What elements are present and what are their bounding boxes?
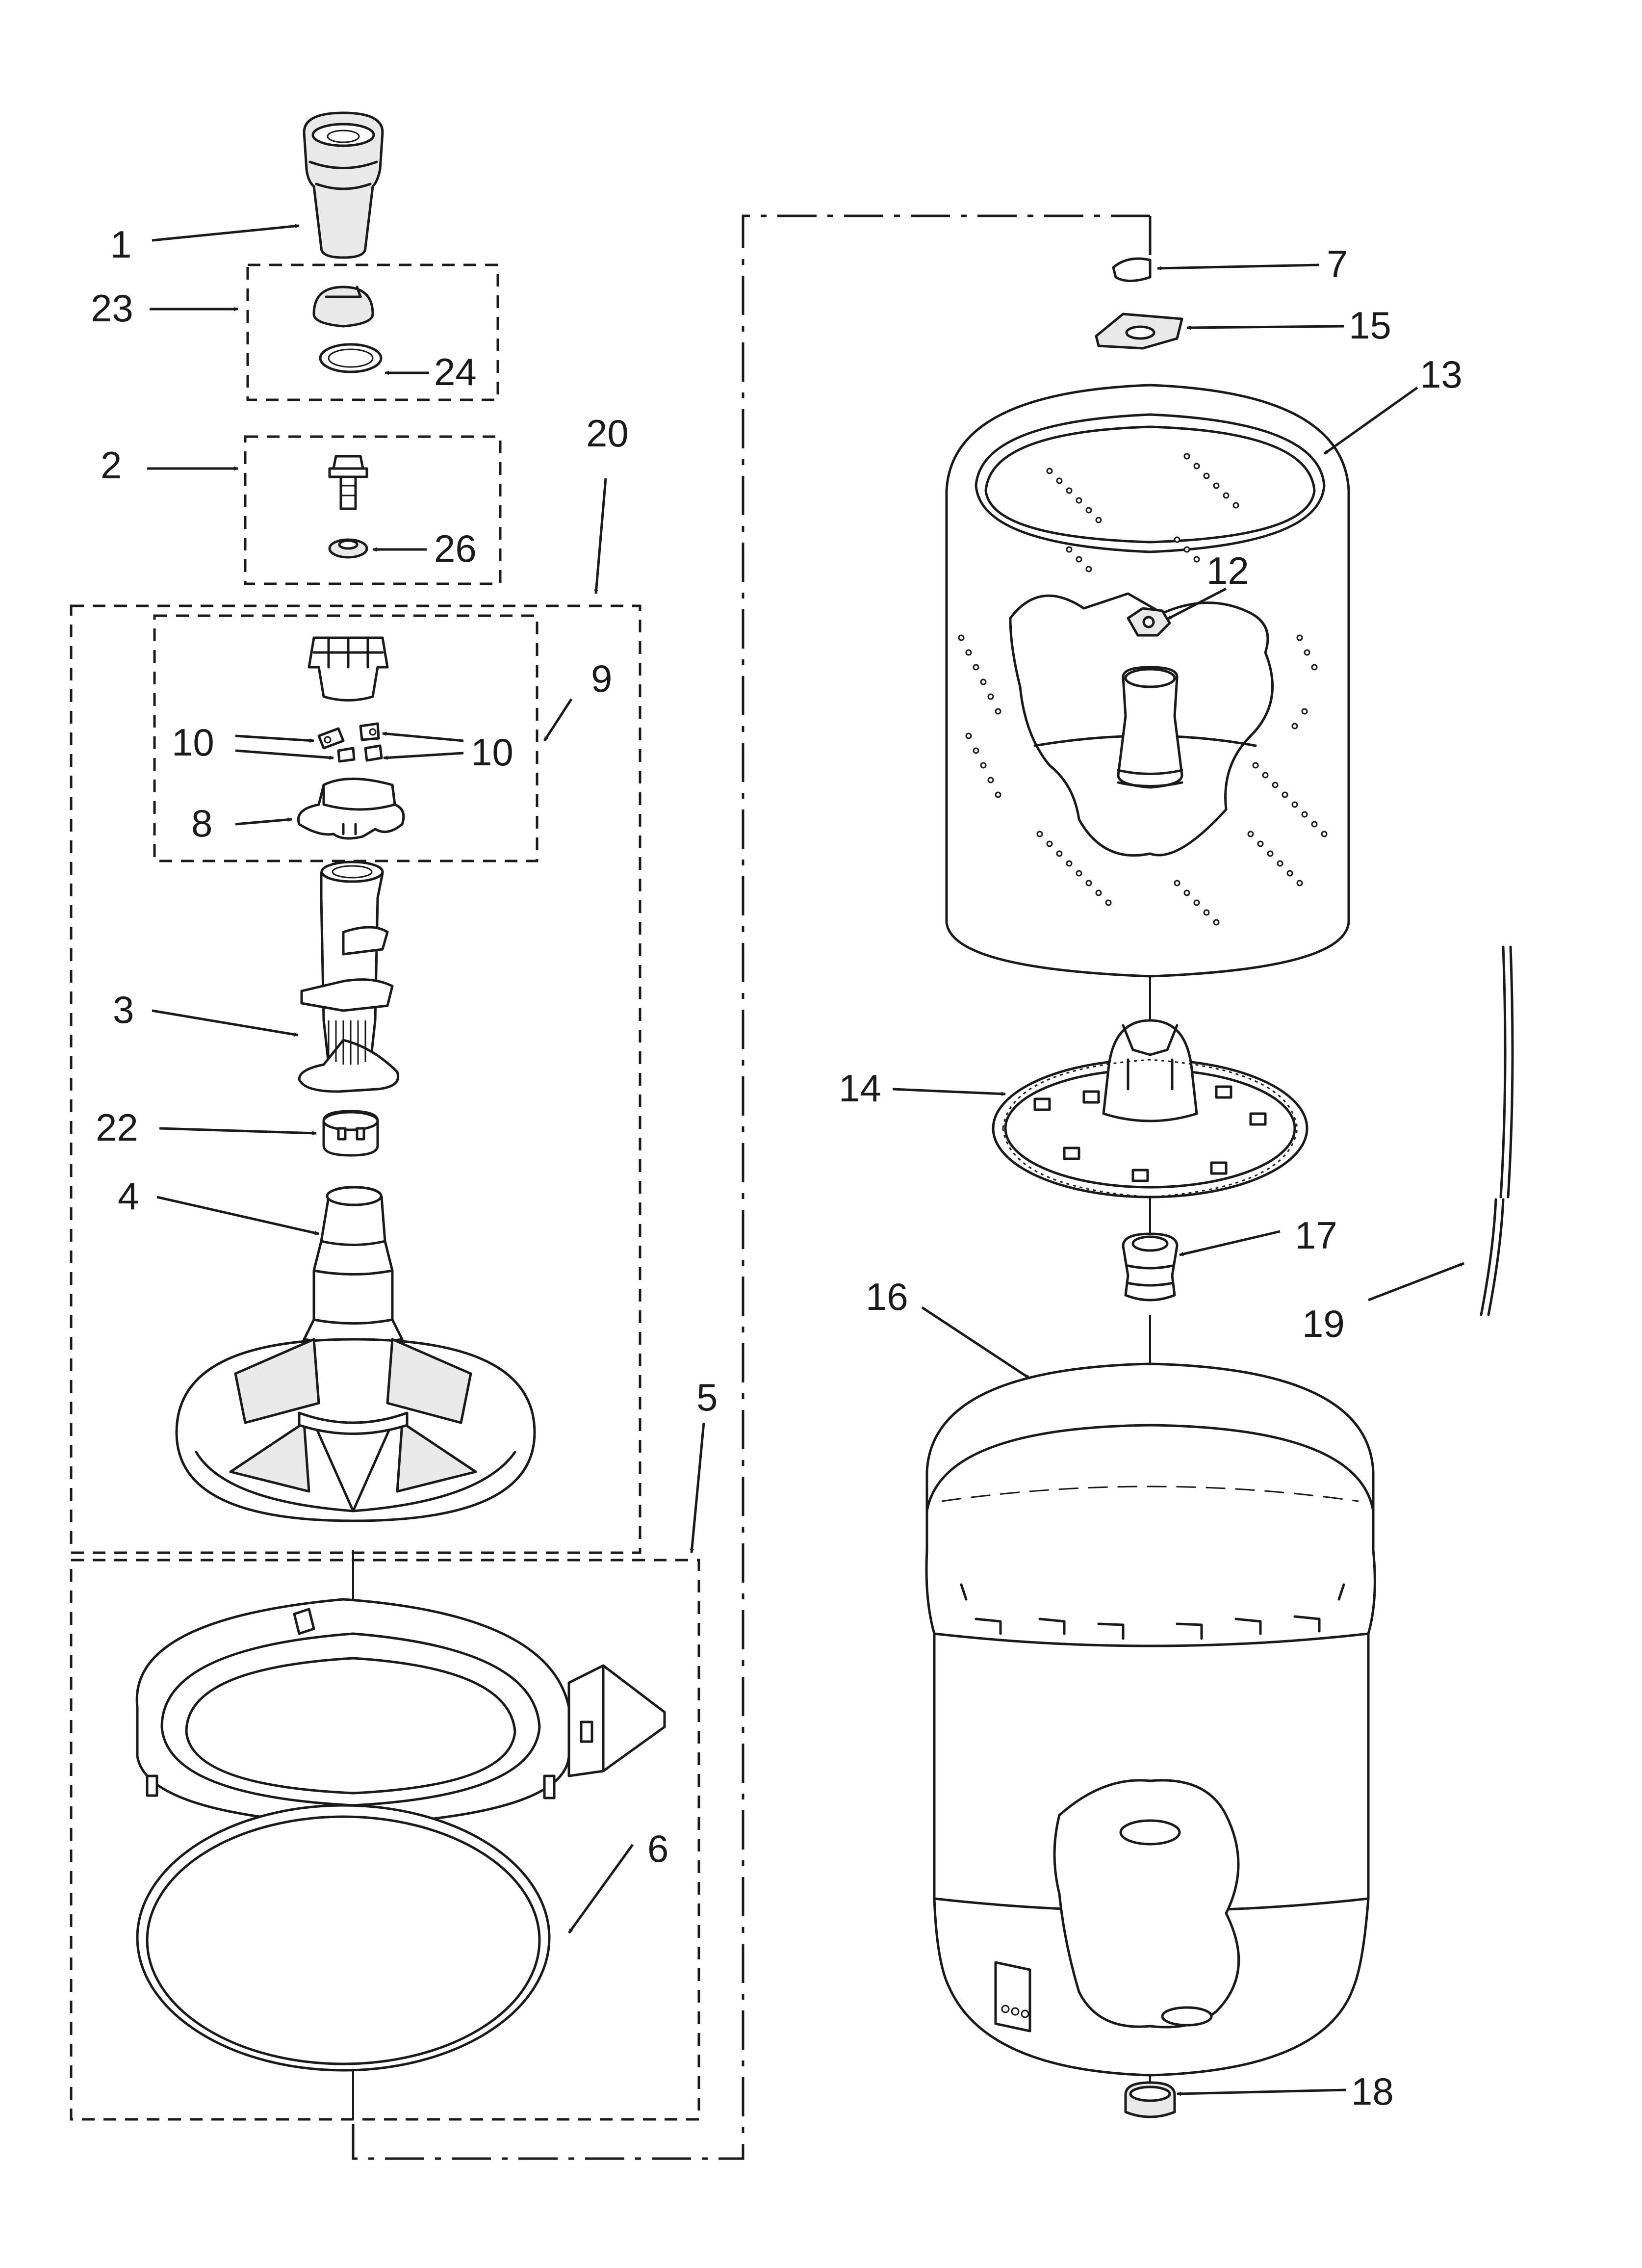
part-3-auger bbox=[298, 860, 399, 1093]
label-8: 8 bbox=[191, 802, 212, 845]
leader-arrows bbox=[147, 224, 1464, 2096]
label-14: 14 bbox=[839, 1067, 881, 1110]
label-12: 12 bbox=[1206, 549, 1249, 592]
label-23: 23 bbox=[91, 287, 133, 330]
label-13: 13 bbox=[1420, 353, 1462, 396]
label-4: 4 bbox=[118, 1174, 139, 1218]
part-14-impeller bbox=[992, 1019, 1308, 1199]
part-16-outer-tub bbox=[925, 1362, 1376, 2077]
label-24: 24 bbox=[434, 350, 477, 393]
part-23-cap bbox=[312, 286, 374, 328]
part-13-spin-basket bbox=[945, 384, 1350, 978]
label-16: 16 bbox=[866, 1275, 908, 1318]
label-2: 2 bbox=[101, 443, 122, 487]
connector-line bbox=[352, 214, 1150, 2160]
group-box-20 bbox=[70, 604, 641, 1554]
label-15: 15 bbox=[1349, 304, 1391, 347]
part-18-plug bbox=[1124, 2081, 1176, 2118]
label-3: 3 bbox=[113, 988, 134, 1031]
label-26: 26 bbox=[434, 527, 477, 570]
part-17-drive-block bbox=[1122, 1232, 1179, 1302]
part-12-nut bbox=[1127, 607, 1171, 637]
group-box-5 bbox=[70, 1559, 700, 2121]
part-15-nut-plate bbox=[1095, 313, 1183, 350]
group-box-2 bbox=[244, 435, 502, 585]
part-8-cam-plate bbox=[297, 778, 405, 840]
part-20-agitator-skirt bbox=[175, 1338, 536, 1522]
label-10-right: 10 bbox=[471, 730, 513, 774]
part-5-tub-ring bbox=[135, 1598, 666, 1846]
label-18: 18 bbox=[1351, 2070, 1394, 2113]
part-7-clip bbox=[1112, 257, 1152, 282]
label-1: 1 bbox=[110, 223, 131, 266]
label-10-left: 10 bbox=[172, 721, 214, 764]
group-box-9 bbox=[153, 614, 539, 862]
part-26-washer bbox=[328, 538, 368, 559]
label-22: 22 bbox=[96, 1106, 138, 1149]
part-2-bolt bbox=[328, 455, 368, 510]
label-7: 7 bbox=[1327, 242, 1348, 286]
part-19-hose bbox=[1480, 945, 1514, 1316]
part-6-seal-ring bbox=[136, 1804, 551, 2072]
label-20: 20 bbox=[586, 412, 629, 455]
label-19: 19 bbox=[1302, 1302, 1345, 1345]
label-6: 6 bbox=[647, 1827, 668, 1870]
basket-holes bbox=[958, 453, 1328, 926]
part-24-o-ring bbox=[319, 343, 383, 373]
part-10-dogs bbox=[317, 722, 383, 763]
part-1-dispenser-cup bbox=[303, 111, 384, 259]
label-17: 17 bbox=[1295, 1214, 1337, 1257]
label-5: 5 bbox=[696, 1376, 718, 1419]
group-box-23 bbox=[246, 263, 499, 401]
callout-labels: 1 23 24 2 26 20 9 10 10 8 3 22 4 5 6 7 1… bbox=[91, 223, 1462, 2113]
part-22-bearing bbox=[322, 1110, 379, 1157]
part-9-cam-hub bbox=[308, 636, 389, 702]
label-9: 9 bbox=[591, 657, 612, 700]
